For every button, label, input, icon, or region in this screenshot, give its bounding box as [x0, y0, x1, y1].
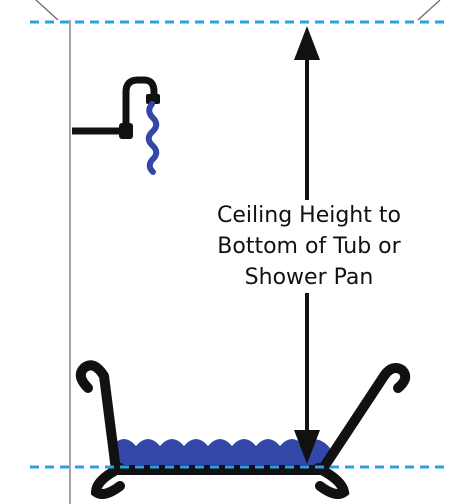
bathtub-icon [75, 360, 411, 499]
shower-faucet-icon [72, 76, 160, 175]
ceiling-corner-lines [35, 0, 441, 21]
arrow-head-down [294, 430, 320, 464]
caption-line-1: Ceiling Height to [217, 203, 401, 228]
tub-water [112, 439, 330, 470]
arrow-head-up [294, 26, 320, 60]
caption-line-3: Shower Pan [244, 265, 374, 290]
ceiling-height-caption: Ceiling Height to Bottom of Tub or Showe… [196, 200, 422, 293]
caption-line-2: Bottom of Tub or [217, 234, 401, 259]
water-stream [145, 101, 160, 175]
